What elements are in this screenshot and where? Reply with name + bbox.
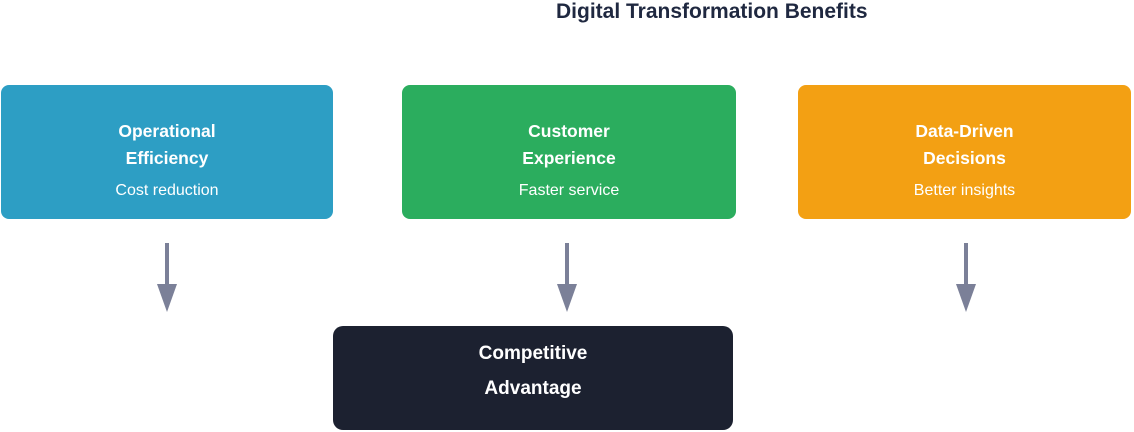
arrow-head (157, 284, 177, 312)
arrow-shaft (964, 243, 968, 284)
node-competitive-advantage: Competitive Advantage (333, 326, 733, 430)
node-data-driven-decisions: Data-Driven Decisions Better insights (798, 85, 1131, 219)
node-title-line: Customer (528, 121, 610, 141)
node-title-line: Decisions (923, 148, 1006, 168)
node-title-line: Advantage (484, 378, 582, 399)
node-subtitle: Cost reduction (115, 182, 219, 199)
node-subtitle: Better insights (913, 182, 1016, 199)
down-arrow-icon (956, 243, 976, 312)
node-title-line: Experience (522, 148, 616, 168)
down-arrow-icon (157, 243, 177, 312)
node-subtitle: Faster service (518, 182, 620, 199)
down-arrow-icon (557, 243, 577, 312)
node-title-line: Data-Driven (915, 121, 1014, 141)
node-operational-efficiency: Operational Efficiency Cost reduction (1, 85, 333, 219)
arrow-head (557, 284, 577, 312)
node-title-line: Competitive (478, 343, 588, 364)
node-title-line: Operational (118, 121, 216, 141)
arrow-head (956, 284, 976, 312)
arrow-shaft (565, 243, 569, 284)
arrow-shaft (165, 243, 169, 284)
diagram-title: Digital Transformation Benefits (556, 0, 868, 23)
node-title-line: Efficiency (125, 148, 209, 168)
node-customer-experience: Customer Experience Faster service (402, 85, 736, 219)
